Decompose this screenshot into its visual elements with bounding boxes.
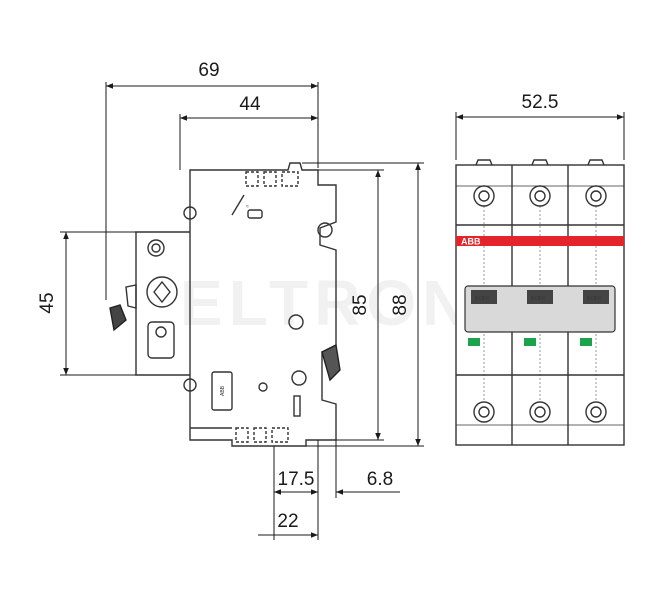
terminal-screw-bottom-3 xyxy=(585,401,607,423)
top-clip-2 xyxy=(263,171,277,187)
dim-label-44: 44 xyxy=(239,94,261,115)
rivet-top-left xyxy=(183,206,197,220)
lever-2[interactable] xyxy=(527,290,553,304)
side-logo-box xyxy=(211,371,233,411)
brand-logo: ABB xyxy=(461,237,481,247)
dim-label-6-8: 6.8 xyxy=(367,469,393,490)
lever-label-1: 0 OFF xyxy=(475,296,489,302)
screw-head-cross xyxy=(153,280,171,304)
lever-1[interactable] xyxy=(471,290,497,304)
bottom-clip-2 xyxy=(253,427,267,443)
terminal-screw-upper-inner xyxy=(151,243,161,253)
side-slot xyxy=(247,209,263,219)
notch-2 xyxy=(531,159,549,166)
lever-label-2: 0 OFF xyxy=(531,296,545,302)
rating-label: ≈ xyxy=(246,204,249,210)
dim-label-17-5: 17.5 xyxy=(278,469,315,490)
rivet-mid xyxy=(288,314,304,330)
switch-lever-bar[interactable]: 0 OFF 0 OFF 0 OFF xyxy=(464,285,616,333)
dim-label-52-5: 52.5 xyxy=(522,92,559,113)
bottom-clip-3 xyxy=(271,427,289,443)
lever-grip xyxy=(125,284,137,309)
lever-3[interactable] xyxy=(583,290,609,304)
terminal-screw-main xyxy=(146,276,178,308)
terminal-screw-upper xyxy=(147,239,165,257)
bottom-clip-1 xyxy=(235,427,249,443)
lever-handle[interactable] xyxy=(109,304,127,332)
side-slot-lower xyxy=(293,395,301,417)
terminal-screw-bottom-2 xyxy=(529,401,551,423)
notch-3 xyxy=(587,159,605,166)
off-indicator-1 xyxy=(468,338,480,346)
off-indicator-2 xyxy=(524,338,536,346)
top-clip-3 xyxy=(281,171,299,187)
terminal-screw-top-1 xyxy=(473,185,495,207)
terminal-screw-top-2 xyxy=(529,185,551,207)
dim-label-45: 45 xyxy=(37,292,58,313)
terminal-screw-top-3 xyxy=(585,185,607,207)
rivet-top-right xyxy=(317,222,333,238)
rivet-bottom-right xyxy=(291,370,307,386)
side-logo-text: ABB xyxy=(220,385,226,396)
dim-label-22: 22 xyxy=(277,511,298,532)
dim-label-88: 88 xyxy=(390,294,411,315)
rivet-bottom-left xyxy=(183,378,197,392)
lever-bar-body xyxy=(464,285,616,333)
brand-stripe xyxy=(456,236,624,246)
terminal-screw-bottom-1 xyxy=(473,401,495,423)
rivet-small xyxy=(258,382,268,392)
side-view: ≈ ABB xyxy=(109,162,341,447)
toggle-window xyxy=(147,321,175,359)
off-indicator-3 xyxy=(580,338,592,346)
toggle-pivot xyxy=(155,326,167,338)
dim-label-85: 85 xyxy=(350,294,371,315)
dimension-lines xyxy=(60,82,625,540)
rating-marker xyxy=(231,194,245,216)
rail-latch[interactable] xyxy=(321,343,341,382)
top-clip-1 xyxy=(245,171,259,187)
watermark-text: ELTRON xyxy=(180,267,474,339)
side-body-outline xyxy=(189,162,337,447)
lever-label-3: 0 OFF xyxy=(587,296,601,302)
notch-1 xyxy=(475,159,493,166)
dim-label-69: 69 xyxy=(198,60,219,81)
